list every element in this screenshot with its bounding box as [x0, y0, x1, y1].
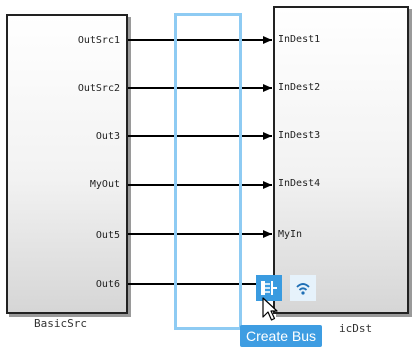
dst-port-label-3: InDest3 — [278, 130, 321, 141]
src-port-label-1: OutSrc1 — [77, 35, 120, 46]
dst-port-label-5: MyIn — [278, 229, 303, 240]
dst-port-label-4: InDest4 — [278, 178, 321, 189]
mouse-pointer-icon — [262, 297, 278, 321]
signal-wireless-icon — [296, 283, 310, 295]
src-port-label-6: Out6 — [95, 279, 120, 290]
selection-rectangle[interactable] — [174, 13, 242, 330]
create-bus-icon — [261, 281, 277, 295]
src-port-label-3: Out3 — [95, 131, 120, 142]
src-port-label-4: MyOut — [89, 179, 120, 190]
src-port-label-2: OutSrc2 — [77, 83, 120, 94]
src-port-label-5: Out5 — [95, 230, 120, 241]
dst-port-label-2: InDest2 — [278, 82, 321, 93]
basic-dst-block[interactable] — [273, 6, 409, 314]
dst-block-name: icDst — [339, 322, 373, 335]
basic-src-block[interactable] — [6, 14, 128, 314]
create-bus-button[interactable] — [256, 275, 282, 301]
dst-port-label-1: InDest1 — [278, 34, 321, 45]
src-block-name: BasicSrc — [34, 317, 87, 330]
create-bus-tooltip: Create Bus — [240, 325, 323, 347]
connect-signals-button[interactable] — [290, 275, 316, 301]
